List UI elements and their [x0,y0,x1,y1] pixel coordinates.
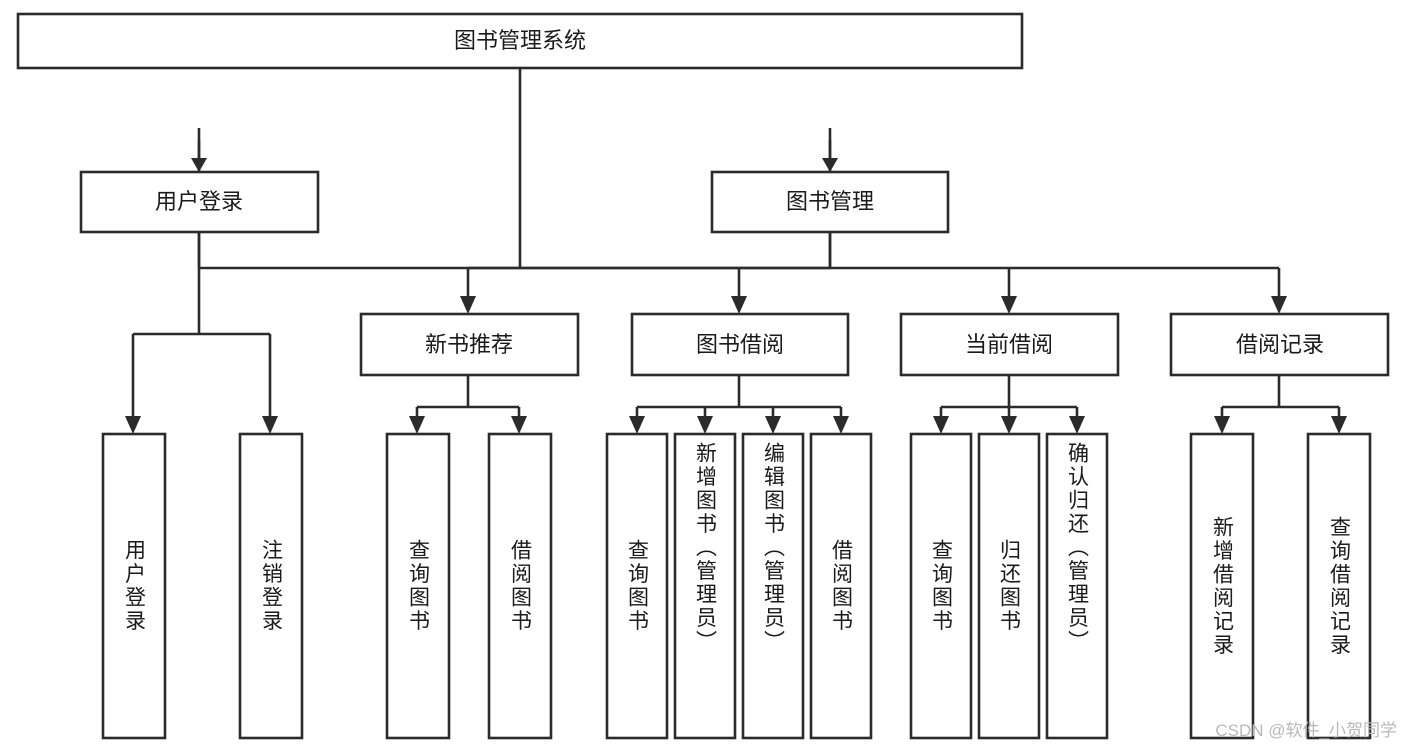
leaf-box-add-book[interactable] [673,432,737,740]
node-new-book-recommend-label: 新书推荐 [425,332,513,357]
arrow-head-leaf-4 [511,416,527,434]
node-book-management[interactable]: 图书管理 [710,170,950,234]
leaf-box-logout[interactable] [238,432,304,740]
arrow-head-current-borrow [1001,296,1017,314]
arrow-head-leaf-12 [1214,416,1230,434]
node-book-borrow-box [630,312,850,377]
arrow-head-book-borrow [731,296,747,314]
leaf-box-confirm-return[interactable] [1045,432,1109,740]
node-book-management-label: 图书管理 [786,189,874,214]
node-book-management-box [710,170,950,234]
arrow-head-new-book [460,296,476,314]
connector-layer [125,68,1347,434]
arrow-head-leaf-1 [125,416,141,434]
node-borrow-record-box [1169,312,1390,377]
node-book-borrow-label: 图书借阅 [696,332,784,357]
arrow-head-user-login [191,158,207,172]
node-root-label: 图书管理系统 [454,28,586,53]
node-new-book-recommend[interactable]: 新书推荐 [359,312,580,377]
node-root-box [16,12,1024,70]
leaf-box-query-book-3[interactable] [909,432,973,740]
arrow-head-leaf-8 [833,416,849,434]
leaf-box-return-book[interactable] [977,432,1041,740]
leaf-box-add-borrow-record[interactable] [1189,432,1255,740]
arrow-head-leaf-7 [765,416,781,434]
leaf-box-user-login[interactable] [101,432,167,740]
leaf-box-query-book-1[interactable] [385,432,451,740]
node-borrow-record-label: 借阅记录 [1236,332,1324,357]
arrow-head-book-mgmt [822,158,838,172]
node-new-book-recommend-box [359,312,580,377]
arrow-head-leaf-9 [933,416,949,434]
leaf-box-borrow-book-1[interactable] [487,432,553,740]
arrow-head-leaf-6 [697,416,713,434]
arrow-head-leaf-13 [1331,416,1347,434]
arrow-head-leaf-2 [262,416,278,434]
arrow-head-borrow-record [1271,296,1287,314]
arrow-head-leaf-5 [629,416,645,434]
node-user-login[interactable]: 用户登录 [79,170,320,234]
node-user-login-box [79,170,320,234]
node-user-login-label: 用户登录 [155,189,243,214]
leaf-box-layer [101,432,1372,740]
arrow-head-leaf-11 [1069,416,1085,434]
leaf-box-edit-book[interactable] [741,432,805,740]
node-current-borrow-label: 当前借阅 [965,332,1053,357]
arrow-head-leaf-10 [1001,416,1017,434]
node-current-borrow-box [899,312,1120,377]
node-borrow-record[interactable]: 借阅记录 [1169,312,1390,377]
leaf-box-borrow-book-2[interactable] [809,432,873,740]
leaf-box-query-book-2[interactable] [605,432,669,740]
arrow-head-leaf-3 [409,416,425,434]
node-book-borrow[interactable]: 图书借阅 [630,312,850,377]
node-current-borrow[interactable]: 当前借阅 [899,312,1120,377]
node-root[interactable]: 图书管理系统 [16,12,1024,70]
leaf-box-query-borrow-record[interactable] [1306,432,1372,740]
